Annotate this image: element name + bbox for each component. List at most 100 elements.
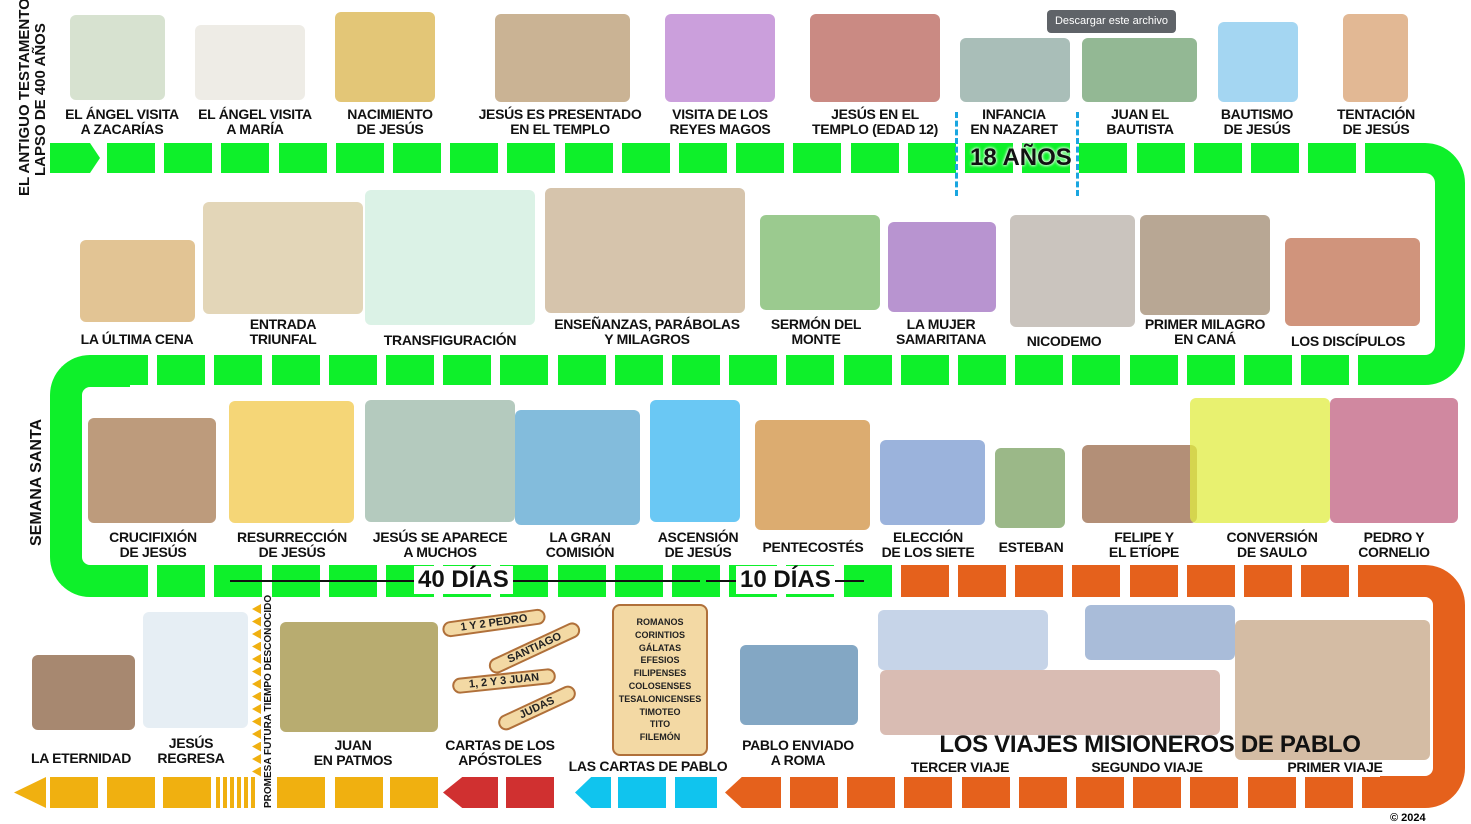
track-square xyxy=(1015,355,1064,385)
semana-santa-label: SEMANA SANTA xyxy=(28,418,45,546)
illustration-aparece xyxy=(365,400,515,522)
event-label-line: DE JESÚS xyxy=(356,121,424,137)
event-label-line: A MARÍA xyxy=(226,121,284,137)
illustration-pedro-cornelio xyxy=(1330,398,1458,523)
pablo-letter: FILIPENSES xyxy=(633,668,687,679)
curve-right-1 xyxy=(1380,143,1465,385)
start-arrow xyxy=(50,143,100,173)
illustration-sermon xyxy=(760,215,880,310)
promise-tick xyxy=(252,641,261,652)
illustration-eternidad xyxy=(32,655,135,730)
event-label-cartas-pablo: LAS CARTAS DE PABLO xyxy=(569,759,728,774)
event-label-line: DE LOS SIETE xyxy=(881,544,975,560)
span-40-days-label: 40 DÍAS xyxy=(414,566,513,594)
scroll-judas: JUDAS xyxy=(495,682,579,734)
track-square xyxy=(1015,565,1064,597)
track-square xyxy=(164,143,213,173)
track-square xyxy=(736,143,785,173)
first-journey: PRIMER VIAJE xyxy=(1287,759,1383,775)
event-label-line: LOS DISCÍPULOS xyxy=(1290,333,1406,349)
track-square xyxy=(793,143,842,173)
illustration-crucifixion xyxy=(88,418,216,523)
event-label-line: ENSEÑANZAS, PARÁBOLAS xyxy=(554,316,740,332)
event-label-line: TRANSFIGURACIÓN xyxy=(383,332,517,348)
event-label-line: CARTAS DE LOS xyxy=(445,737,555,753)
track-square xyxy=(157,355,206,385)
illustration-templo-12 xyxy=(810,14,940,102)
promise-tick xyxy=(252,691,261,702)
track-square xyxy=(443,355,492,385)
track-square xyxy=(214,355,263,385)
illustration-ascension xyxy=(650,400,740,522)
illustration-entrada-triunfal xyxy=(203,202,363,314)
promise-tick xyxy=(252,754,261,764)
pablo-letter: COLOSENSES xyxy=(628,680,692,691)
track-stripe xyxy=(251,777,255,808)
track-square xyxy=(1186,565,1235,597)
illustration-angel-maria xyxy=(195,25,305,100)
event-label-line: PABLO ENVIADO xyxy=(742,737,854,753)
event-label-line: TEMPLO (EDAD 12) xyxy=(812,121,938,137)
track-square xyxy=(1129,565,1178,597)
track-square xyxy=(335,777,383,808)
promise-tick xyxy=(252,666,261,677)
event-label-line: PRIMER MILAGRO xyxy=(1144,316,1266,332)
event-label-line: EL ETÍOPE xyxy=(1108,544,1180,560)
promise-tick xyxy=(252,604,261,614)
event-label-line: FELIPE Y xyxy=(1114,529,1174,545)
track-square xyxy=(614,355,663,385)
track-square xyxy=(618,777,666,808)
event-label-line: LAS CARTAS DE PABLO xyxy=(568,758,728,774)
event-label-line: EN CANÁ xyxy=(1174,331,1236,347)
track-stripe xyxy=(223,777,227,808)
track-square xyxy=(1362,777,1410,808)
track-square xyxy=(900,565,949,597)
promise-tick xyxy=(252,654,261,664)
event-label-line: JUAN xyxy=(334,737,372,753)
event-label-line: TRIUNFAL xyxy=(249,331,317,347)
illustration-resurreccion xyxy=(229,401,354,523)
promise-tick xyxy=(252,729,261,739)
illustration-pablo-roma xyxy=(740,645,858,725)
track-square xyxy=(1301,355,1350,385)
event-label-line: NICODEMO xyxy=(1026,333,1102,349)
illustration-eleccion-siete xyxy=(880,440,985,525)
arrow-red xyxy=(443,777,498,808)
missions-title: LOS VIAJES MISIONEROS DE PABLO xyxy=(939,731,1361,758)
span-18-years xyxy=(955,112,1079,196)
track-square xyxy=(386,355,434,385)
pablo-letter: EFESIOS xyxy=(640,655,680,666)
event-label-transfiguracion: TRANSFIGURACIÓN xyxy=(383,332,517,348)
track-square xyxy=(1301,565,1350,597)
track-square xyxy=(1072,355,1121,385)
track-square xyxy=(1304,777,1353,808)
track-square xyxy=(277,777,325,808)
event-label-line: EL ÁNGEL VISITA xyxy=(198,106,312,122)
event-label-line: BAUTISTA xyxy=(1106,121,1174,137)
illustration-missions-2 xyxy=(880,670,1220,735)
event-label-line: DE JESÚS xyxy=(119,544,187,560)
event-label-eternidad: LA ETERNIDAD xyxy=(31,751,131,766)
illustration-gran-comision xyxy=(515,410,640,525)
track-square xyxy=(506,777,554,808)
end-arrow xyxy=(14,777,46,808)
track-square xyxy=(1193,143,1242,173)
event-label-line: EL ÁNGEL VISITA xyxy=(65,106,179,122)
event-label-line: PENTECOSTÉS xyxy=(762,539,864,555)
event-label-line: LA ETERNIDAD xyxy=(30,750,132,766)
event-label-line: CRUCIFIXIÓN xyxy=(109,529,197,545)
